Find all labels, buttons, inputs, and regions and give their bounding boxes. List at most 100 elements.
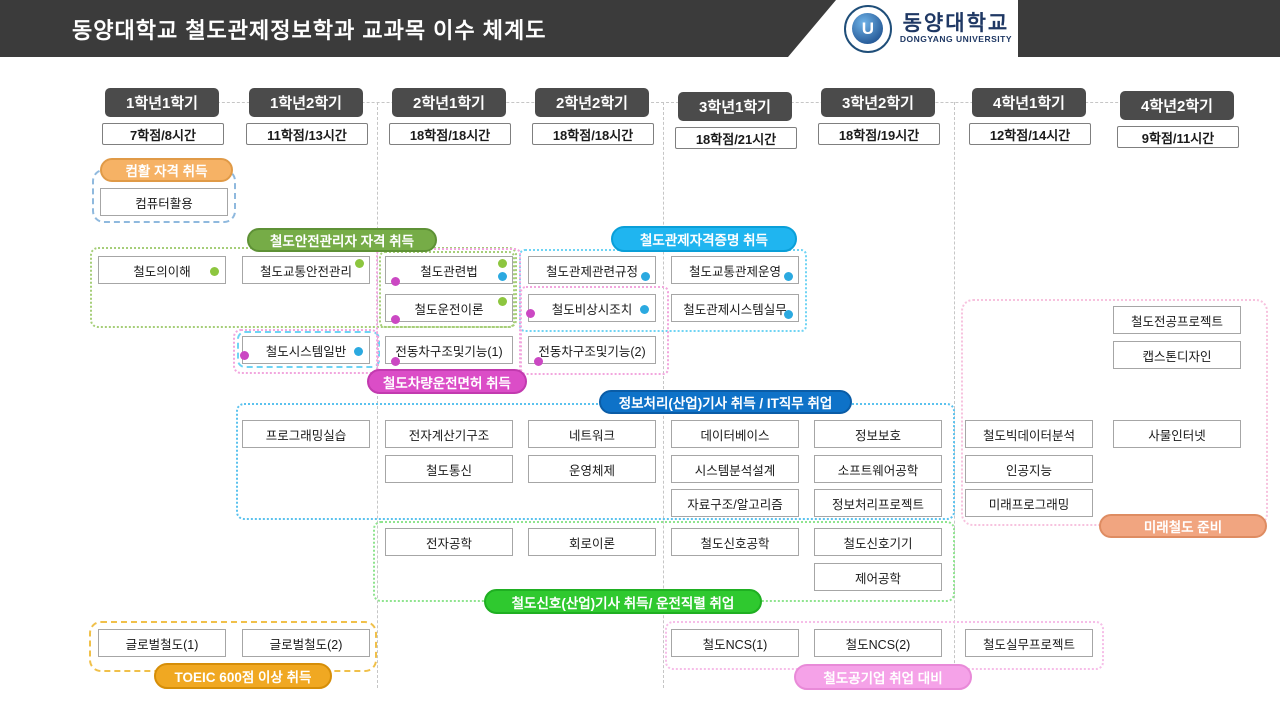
course-box: 철도운전이론 bbox=[385, 294, 513, 324]
course-name: 철도신호공학 bbox=[700, 536, 770, 551]
license-pill: 철도차량운전면허 취득 bbox=[367, 369, 527, 394]
semester-credit-2-2: 18학점/18시간 bbox=[532, 123, 654, 145]
course-box: 철도NCS(2) bbox=[814, 629, 942, 657]
course-name: 캡스톤디자인 bbox=[1142, 349, 1212, 364]
signal-pill: 철도신호(산업)기사 취득/ 운전직렬 취업 bbox=[484, 589, 762, 614]
course-name: 소프트웨어공학 bbox=[837, 463, 919, 478]
semester-credit-1-2: 11학점/13시간 bbox=[246, 123, 368, 145]
course-name: 철도교통관제운영 bbox=[688, 264, 781, 279]
blue-track-dot bbox=[354, 347, 363, 356]
semester-header-4-1: 4학년1학기 bbox=[972, 88, 1086, 117]
course-name: 프로그래밍실습 bbox=[265, 428, 347, 443]
semester-credit-1-1: 7학점/8시간 bbox=[102, 123, 224, 145]
course-name: 사물인터넷 bbox=[1148, 428, 1206, 443]
course-box: 글로벌철도(2) bbox=[242, 629, 370, 657]
comphwal-pill: 컴활 자격 취득 bbox=[100, 158, 233, 182]
future-pill: 미래철도 준비 bbox=[1099, 514, 1267, 538]
course-name: 철도관제관련규정 bbox=[545, 264, 638, 279]
magenta-track-dot bbox=[240, 351, 249, 360]
it-pill: 정보처리(산업)기사 취득 / IT직무 취업 bbox=[599, 390, 852, 414]
semester-credit-3-1: 18학점/21시간 bbox=[675, 127, 797, 149]
course-name: 전동차구조및기능(1) bbox=[395, 344, 503, 359]
course-box: 철도통신 bbox=[385, 455, 513, 483]
course-name: 글로벌철도(1) bbox=[125, 637, 199, 652]
course-name: 시스템분석설계 bbox=[694, 463, 776, 478]
course-box: 제어공학 bbox=[814, 563, 942, 591]
course-name: 컴퓨터활용 bbox=[135, 196, 193, 211]
course-name: 정보처리프로젝트 bbox=[831, 497, 924, 512]
course-name: 정보보호 bbox=[854, 428, 901, 443]
course-name: 전동차구조및기능(2) bbox=[538, 344, 646, 359]
course-box: 철도빅데이터분석 bbox=[965, 420, 1093, 448]
green-track-dot bbox=[498, 297, 507, 306]
course-name: 철도비상시조치 bbox=[551, 302, 633, 317]
course-box: 운영체제 bbox=[528, 455, 656, 483]
course-box: 컴퓨터활용 bbox=[100, 188, 228, 216]
course-box: 네트워크 bbox=[528, 420, 656, 448]
safety-pill: 철도안전관리자 자격 취득 bbox=[247, 228, 437, 252]
university-name-en: DONGYANG UNIVERSITY bbox=[899, 34, 1012, 45]
magenta-track-dot bbox=[526, 309, 535, 318]
magenta-track-dot bbox=[534, 357, 543, 366]
course-box: 시스템분석설계 bbox=[671, 455, 799, 483]
course-name: 철도신호기기 bbox=[843, 536, 913, 551]
course-box: 인공지능 bbox=[965, 455, 1093, 483]
course-name: 자료구조/알고리즘 bbox=[687, 497, 783, 512]
course-name: 제어공학 bbox=[854, 571, 901, 586]
university-name-kr: 동양대학교 bbox=[902, 12, 1010, 36]
year-divider-line bbox=[377, 102, 378, 688]
course-name: 철도전공프로젝트 bbox=[1130, 314, 1223, 329]
course-box: 철도교통안전관리 bbox=[242, 256, 370, 284]
course-box: 전동차구조및기능(2) bbox=[528, 336, 656, 366]
magenta-track-dot bbox=[391, 277, 400, 286]
course-name: 전자공학 bbox=[425, 536, 472, 551]
semester-header-1-1: 1학년1학기 bbox=[105, 88, 219, 117]
green-track-dot bbox=[210, 267, 219, 276]
course-box: 철도실무프로젝트 bbox=[965, 629, 1093, 657]
course-name: 회로이론 bbox=[568, 536, 615, 551]
course-name: 철도의이해 bbox=[133, 264, 191, 279]
header-connector-line bbox=[162, 102, 1178, 103]
course-name: 인공지능 bbox=[1005, 463, 1052, 478]
license-group-outline-c bbox=[233, 329, 379, 374]
course-name: 철도교통안전관리 bbox=[259, 264, 352, 279]
page-title: 동양대학교 철도관제정보학과 교과목 이수 체계도 bbox=[72, 18, 547, 43]
control-pill: 철도관제자격증명 취득 bbox=[611, 226, 797, 252]
semester-credit-2-1: 18학점/18시간 bbox=[389, 123, 511, 145]
magenta-track-dot bbox=[391, 315, 400, 324]
course-box: 철도관련법 bbox=[385, 256, 513, 286]
semester-header-4-2: 4학년2학기 bbox=[1120, 91, 1234, 120]
course-box: 회로이론 bbox=[528, 528, 656, 556]
semester-header-1-2: 1학년2학기 bbox=[249, 88, 363, 117]
course-name: 운영체제 bbox=[568, 463, 615, 478]
pubcorp-pill: 철도공기업 취업 대비 bbox=[794, 664, 972, 690]
license-group-outline-b bbox=[520, 286, 669, 375]
control-group-sysgen-outline bbox=[237, 331, 380, 368]
course-name: 전자계산기구조 bbox=[408, 428, 490, 443]
university-name: 동양대학교 DONGYANG UNIVERSITY bbox=[899, 12, 1012, 45]
blue-track-dot bbox=[784, 272, 793, 281]
course-box: 사물인터넷 bbox=[1113, 420, 1241, 448]
course-name: 철도NCS(2) bbox=[845, 637, 911, 652]
semester-header-2-2: 2학년2학기 bbox=[535, 88, 649, 117]
course-name: 철도통신 bbox=[425, 463, 472, 478]
course-name: 철도운전이론 bbox=[414, 302, 484, 317]
blue-track-dot bbox=[498, 272, 507, 281]
semester-header-3-1: 3학년1학기 bbox=[678, 92, 792, 121]
semester-credit-4-2: 9학점/11시간 bbox=[1117, 126, 1239, 148]
course-box: 철도관제관련규정 bbox=[528, 256, 656, 284]
semester-header-3-2: 3학년2학기 bbox=[821, 88, 935, 117]
course-name: 철도실무프로젝트 bbox=[982, 637, 1075, 652]
course-box: 철도NCS(1) bbox=[671, 629, 799, 657]
course-box: 캡스톤디자인 bbox=[1113, 341, 1241, 369]
course-box: 철도관제시스템실무 bbox=[671, 294, 799, 322]
course-box: 철도신호공학 bbox=[671, 528, 799, 556]
course-box: 철도신호기기 bbox=[814, 528, 942, 556]
year-divider-line bbox=[954, 102, 955, 688]
safety-group-inner-outline bbox=[379, 251, 515, 328]
course-name: 철도빅데이터분석 bbox=[982, 428, 1075, 443]
course-box: 전자계산기구조 bbox=[385, 420, 513, 448]
course-name: 네트워크 bbox=[568, 428, 615, 443]
course-box: 글로벌철도(1) bbox=[98, 629, 226, 657]
